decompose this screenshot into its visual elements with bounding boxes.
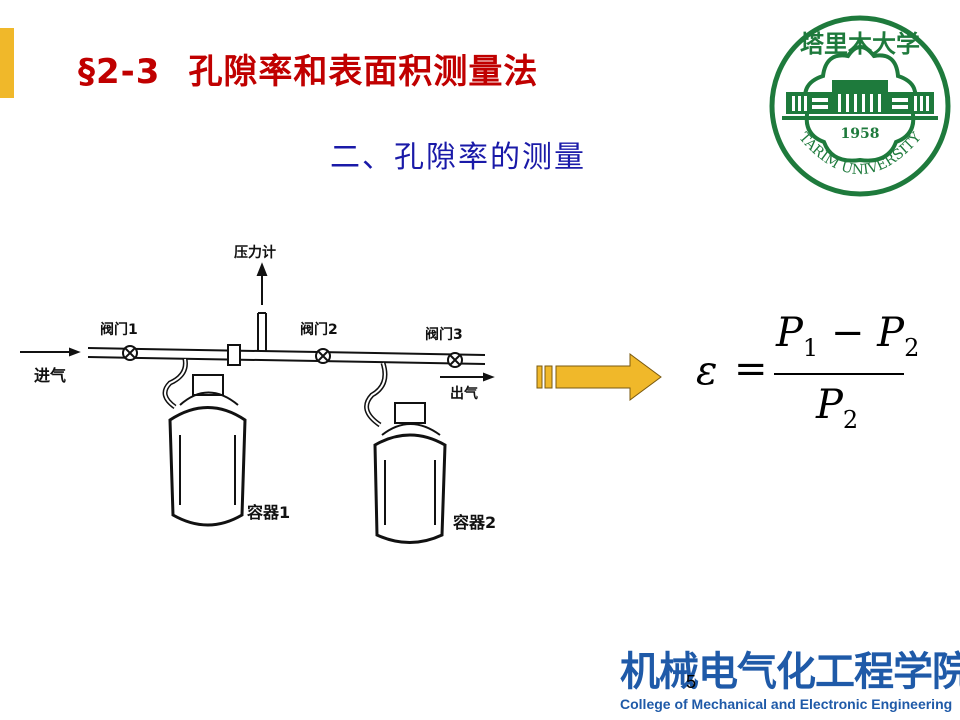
fraction-bar — [774, 373, 904, 375]
epsilon-symbol: ε — [696, 348, 718, 394]
container2-label: 容器2 — [453, 513, 497, 532]
svg-text:1958: 1958 — [841, 126, 880, 142]
slide-subtitle: 二、孔隙率的测量 — [330, 140, 586, 175]
college-logo: 机械电气化工程学院 College of Mechanical and Elec… — [620, 648, 960, 713]
gas-out-label: 出气 — [450, 386, 478, 402]
apparatus-drawing — [20, 262, 495, 544]
formula-denominator: P2 — [816, 382, 859, 434]
college-name-cn: 机械电气化工程学院 — [620, 648, 960, 695]
accent-bar — [0, 28, 14, 98]
college-name-en: College of Mechanical and Electronic Eng… — [620, 696, 953, 712]
valve2-label: 阀门2 — [300, 322, 338, 338]
porosity-formula: ε = P1 − P2 P2 — [696, 310, 920, 440]
container1-label: 容器1 — [247, 503, 291, 522]
formula-numerator: P1 − P2 — [776, 310, 920, 362]
title-text: 孔隙率和表面积测量法 — [188, 52, 539, 92]
gas-in-label: 进气 — [34, 366, 67, 385]
valve1-label: 阀门1 — [100, 322, 138, 338]
page-number: 5 — [686, 672, 697, 692]
section-number: §2-3 — [78, 52, 161, 92]
pressure-gauge-label: 压力计 — [234, 245, 276, 261]
valve3-label: 阀门3 — [425, 327, 463, 343]
svg-text:塔里木大学: 塔里木大学 — [800, 29, 920, 58]
apparatus-diagram: 压力计 阀门1 阀门2 阀门3 进气 出气 容器1 容器2 — [20, 235, 530, 555]
university-logo: 1958 塔里木大学 TARIM UNIVERSITY — [769, 15, 951, 197]
slide-title: §2-3 孔隙率和表面积测量法 — [78, 44, 538, 93]
right-arrow-icon — [536, 353, 662, 401]
equals-sign: = — [734, 346, 768, 392]
